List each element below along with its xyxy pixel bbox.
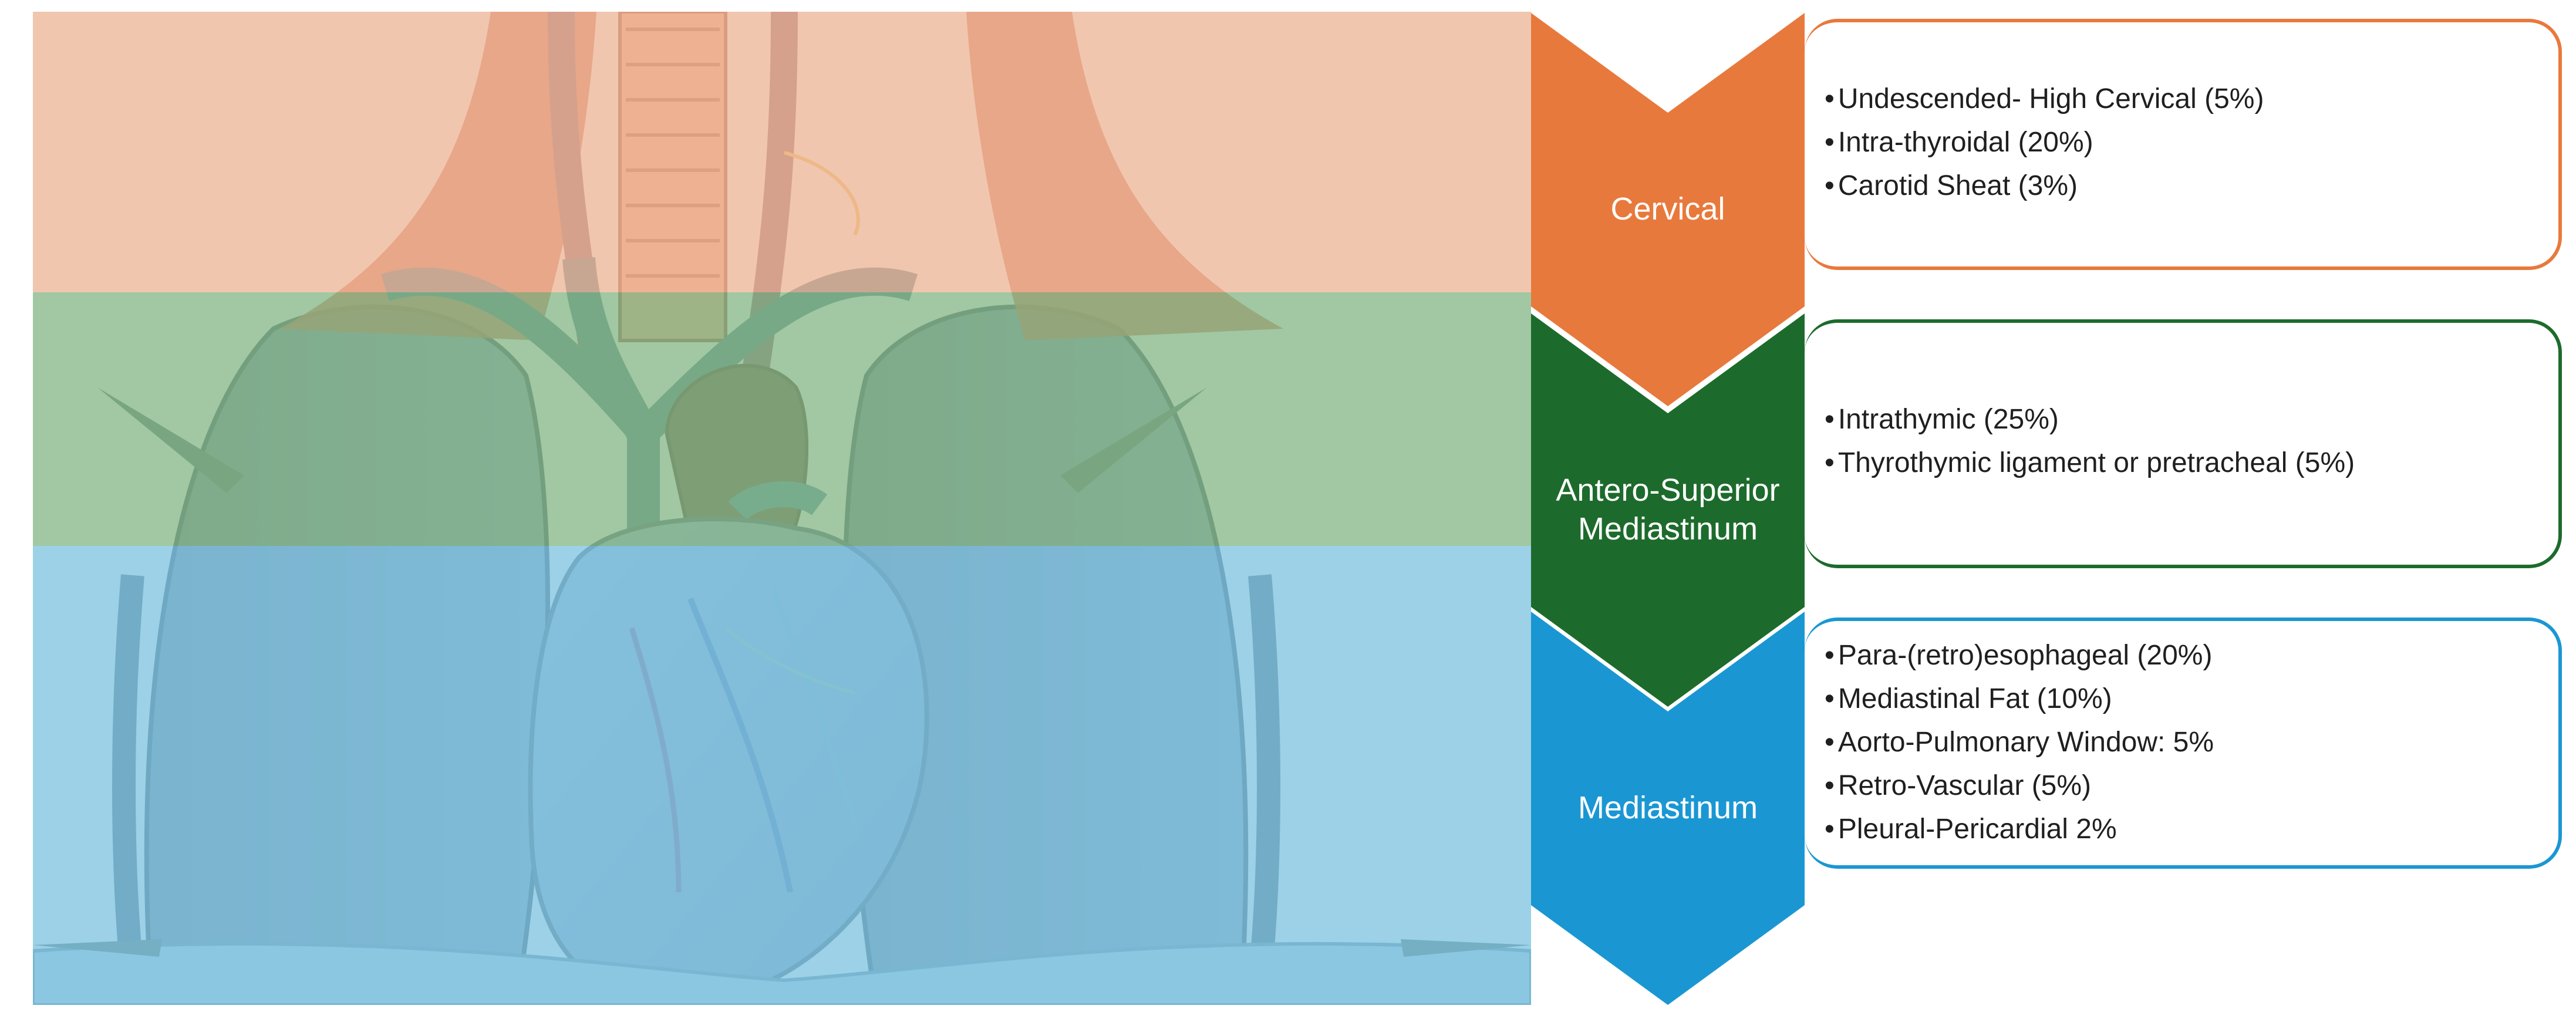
anatomy-illustration [33, 12, 1531, 1005]
antero-superior-label: Antero-Superior Mediastinum [1556, 473, 1780, 546]
anatomy-svg [33, 12, 1531, 1005]
cervical-overlay [33, 12, 1531, 292]
mediastinum-items: Para-(retro)esophageal (20%) Mediastinal… [1825, 634, 2214, 851]
list-item: Intra-thyroidal (20%) [1825, 121, 2264, 164]
antero-superior-overlay [33, 292, 1531, 546]
region-overlays [33, 12, 1531, 1005]
antero-superior-items: Intrathymic (25%) Thyrothymic ligament o… [1825, 398, 2355, 485]
antero-superior-box: Intrathymic (25%) Thyrothymic ligament o… [1805, 319, 2562, 568]
cervical-label: Cervical [1610, 191, 1725, 227]
chevron-mediastinum: Mediastinum [1531, 612, 1805, 1005]
list-item: Mediastinal Fat (10%) [1825, 677, 2214, 721]
list-item: Undescended- High Cervical (5%) [1825, 77, 2264, 121]
list-item: Carotid Sheat (3%) [1825, 164, 2264, 208]
mediastinum-box: Para-(retro)esophageal (20%) Mediastinal… [1805, 618, 2562, 869]
list-item: Retro-Vascular (5%) [1825, 764, 2214, 808]
list-item: Thyrothymic ligament or pretracheal (5%) [1825, 441, 2355, 485]
cervical-box: Undescended- High Cervical (5%) Intra-th… [1805, 19, 2562, 270]
list-item: Pleural-Pericardial 2% [1825, 808, 2214, 851]
list-item: Aorto-Pulmonary Window: 5% [1825, 721, 2214, 764]
list-item: Para-(retro)esophageal (20%) [1825, 634, 2214, 677]
mediastinum-overlay [33, 546, 1531, 1005]
chevron-cervical: Cervical [1531, 13, 1805, 406]
chevron-antero-superior: Antero-Superior Mediastinum [1531, 313, 1805, 707]
list-item: Intrathymic (25%) [1825, 398, 2355, 441]
mediastinum-label: Mediastinum [1577, 790, 1758, 826]
cervical-items: Undescended- High Cervical (5%) Intra-th… [1825, 77, 2264, 208]
